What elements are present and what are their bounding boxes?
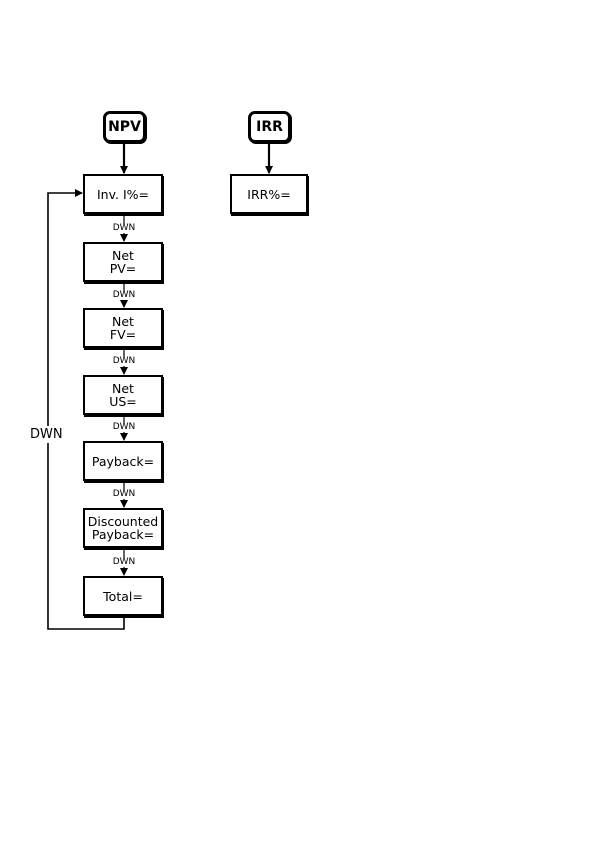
total-label: Total=	[103, 588, 143, 604]
inv-interest-label: Inv. I%=	[96, 186, 150, 202]
npv-key-label: NPV	[108, 119, 141, 135]
payback-label: Payback=	[91, 453, 155, 469]
dwn-step-label-1: DWN	[111, 223, 137, 233]
dwn-loop-label: DWN	[30, 426, 63, 443]
net-us-box: Net US=	[83, 375, 163, 415]
net-pv-label-1: Net	[112, 248, 134, 263]
dwn-step-label-5: DWN	[111, 489, 137, 499]
dwn-step-label-6: DWN	[111, 557, 137, 567]
net-fv-box: Net FV=	[83, 308, 163, 348]
net-fv-label-2: FV=	[109, 327, 137, 342]
irr-key-label: IRR	[256, 119, 283, 135]
total-box: Total=	[83, 576, 163, 616]
net-pv-label-2: PV=	[109, 261, 137, 276]
discounted-payback-label-2: Payback=	[91, 527, 155, 542]
loop-back-line	[47, 189, 125, 630]
discounted-payback-box: Discounted Payback=	[83, 508, 163, 548]
inv-interest-box: Inv. I%=	[83, 174, 163, 214]
irr-percent-box: IRR%=	[230, 174, 308, 214]
dwn-step-label-2: DWN	[111, 290, 137, 300]
net-fv-label-1: Net	[112, 314, 134, 329]
dwn-step-label-3: DWN	[111, 356, 137, 366]
npv-key[interactable]: NPV	[103, 111, 146, 143]
irr-percent-label: IRR%=	[247, 186, 291, 202]
irr-key[interactable]: IRR	[248, 111, 291, 143]
dwn-step-label-4: DWN	[111, 422, 137, 432]
net-us-label-1: Net	[112, 381, 134, 396]
net-pv-box: Net PV=	[83, 242, 163, 282]
net-us-label-2: US=	[109, 394, 137, 409]
discounted-payback-label-1: Discounted	[87, 514, 159, 529]
payback-box: Payback=	[83, 441, 163, 481]
